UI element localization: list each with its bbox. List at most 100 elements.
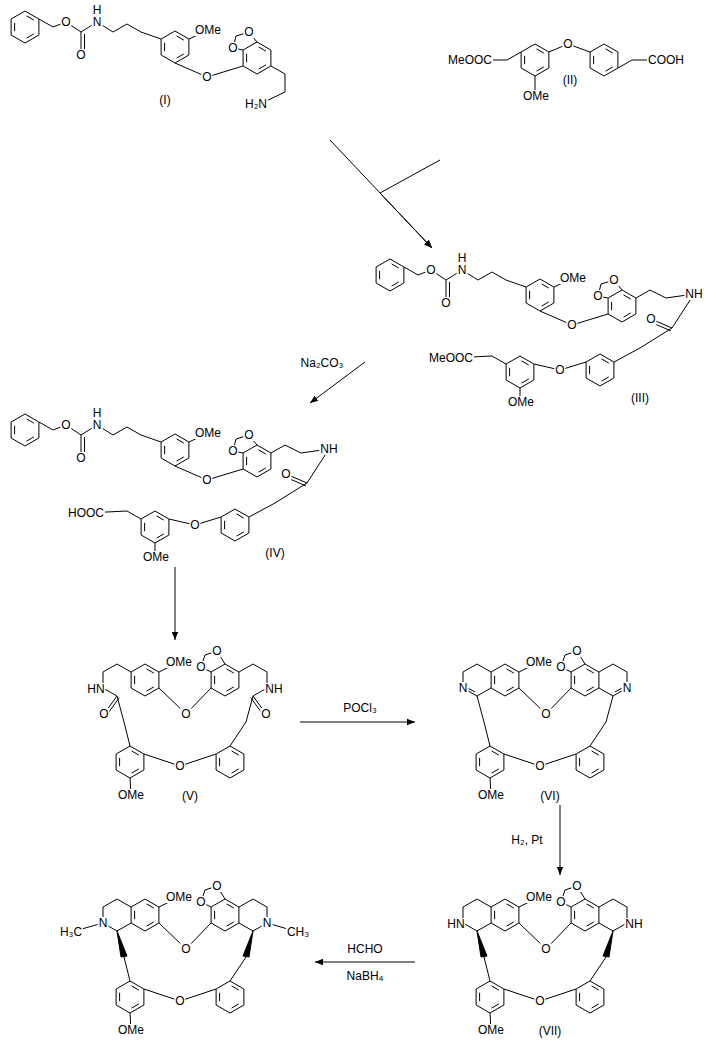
atom-label: N <box>92 419 103 431</box>
atom-label: O <box>280 468 291 480</box>
compound-drawing <box>376 259 694 402</box>
atom-label: N <box>98 917 109 929</box>
atom-label: OMe <box>525 656 553 668</box>
atom-label: OMe <box>477 1024 505 1036</box>
atom-label: O <box>540 943 551 955</box>
compound: HNOOOMeOOOH₂N(I) <box>0 0 335 140</box>
reaction-arrow <box>315 962 415 963</box>
atom-label: NH <box>684 288 703 300</box>
atom-label: MeOOC <box>428 352 474 364</box>
atom-label: O <box>211 880 222 892</box>
atom-label: MeOOC <box>447 54 493 66</box>
atom-label: O <box>571 880 582 892</box>
reagent-label: H₂, Pt <box>510 834 543 846</box>
compound-drawing <box>11 11 285 103</box>
atom-label: H <box>457 252 468 264</box>
atom-label: O <box>189 519 200 531</box>
atom-label: O <box>211 645 222 657</box>
compound-drawing <box>71 886 298 1030</box>
atom-label: HOOC <box>67 507 105 519</box>
atom-label: O <box>562 38 573 50</box>
atom-label: O <box>645 313 656 325</box>
compound: OMeOOHNNHOOOMe(VII) <box>415 875 660 1040</box>
atom-label: NH <box>264 683 283 695</box>
compound-drawing <box>103 651 267 795</box>
atom-label: O <box>75 49 86 61</box>
atom-label: OMe <box>117 789 145 801</box>
atom-label: H₂N <box>244 98 268 110</box>
atom-label: O <box>227 42 238 54</box>
atom-label: CH₃ <box>286 926 310 938</box>
atom-label: O <box>566 319 577 331</box>
atom-label: O <box>174 995 185 1007</box>
atom-label: O <box>534 995 545 1007</box>
atom-label: H <box>92 4 103 16</box>
atom-label: NH <box>624 918 643 930</box>
atom-label: OMe <box>507 396 535 408</box>
atom-label: O <box>180 708 191 720</box>
reaction-arrow <box>560 805 561 875</box>
atom-label: N <box>458 682 469 694</box>
compound: OMeOOHNNHOOOOOMe(V) <box>55 640 300 805</box>
atom-label: H <box>92 407 103 419</box>
reagent-label: NaBH₄ <box>346 970 385 982</box>
atom-label: OMe <box>477 789 505 801</box>
atom-label: O <box>440 297 451 309</box>
compound-label: (V) <box>181 790 199 802</box>
atom-label: O <box>534 760 545 772</box>
atom-label: O <box>243 429 254 441</box>
atom-label: O <box>227 445 238 457</box>
atom-label: N <box>457 264 468 276</box>
atom-label: OMe <box>194 24 222 36</box>
compound-drawing <box>463 651 627 795</box>
atom-label: OMe <box>165 891 193 903</box>
atom-label: O <box>425 264 436 276</box>
compound-label: (VI) <box>539 790 560 802</box>
atom-label: O <box>174 760 185 772</box>
atom-label: OMe <box>525 891 553 903</box>
atom-label: HN <box>446 918 465 930</box>
atom-label: O <box>608 274 619 286</box>
compound: HNOOOMeOOONHOOHOOCOMe(IV) <box>0 403 345 567</box>
reagent-label: POCl₃ <box>342 702 378 714</box>
atom-label: OMe <box>194 427 222 439</box>
atom-label: HN <box>86 683 105 695</box>
compound: HNOOOMeOOONHOOMeOOCOMe(III) <box>365 248 710 412</box>
atom-label: O <box>540 708 551 720</box>
compound-label: (II) <box>562 74 579 86</box>
atom-label: O <box>195 661 206 673</box>
atom-label: OMe <box>142 551 170 563</box>
atom-label: O <box>555 661 566 673</box>
compound-drawing <box>470 44 666 96</box>
compound-drawing <box>463 886 627 1030</box>
atom-label: O <box>201 71 212 83</box>
reaction-arrow <box>175 567 176 640</box>
compound-label: (I) <box>158 94 171 106</box>
compound-label: (VII) <box>538 1025 563 1037</box>
atom-label: OMe <box>117 1024 145 1036</box>
atom-label: N <box>622 682 633 694</box>
reaction-arrow <box>380 160 440 248</box>
compound-label: (III) <box>630 392 650 404</box>
atom-label: O <box>555 896 566 908</box>
atom-label: O <box>201 474 212 486</box>
atom-label: H₃C <box>59 926 83 938</box>
atom-label: COOH <box>647 54 685 66</box>
reagent-label: Na₂CO₃ <box>300 357 345 369</box>
atom-label: O <box>260 708 271 720</box>
compound-drawing <box>11 414 329 557</box>
atom-label: O <box>243 26 254 38</box>
atom-label: NH <box>319 443 338 455</box>
atom-label: O <box>75 452 86 464</box>
atom-label: O <box>195 896 206 908</box>
atom-label: O <box>98 708 109 720</box>
atom-label: O <box>60 16 71 28</box>
atom-label: O <box>592 290 603 302</box>
atom-label: O <box>180 943 191 955</box>
compound: MeOOC O COOH OMe (II) <box>440 0 700 160</box>
atom-label: OMe <box>522 90 550 102</box>
atom-label: OMe <box>165 656 193 668</box>
reagent-label: HCHO <box>346 943 383 955</box>
